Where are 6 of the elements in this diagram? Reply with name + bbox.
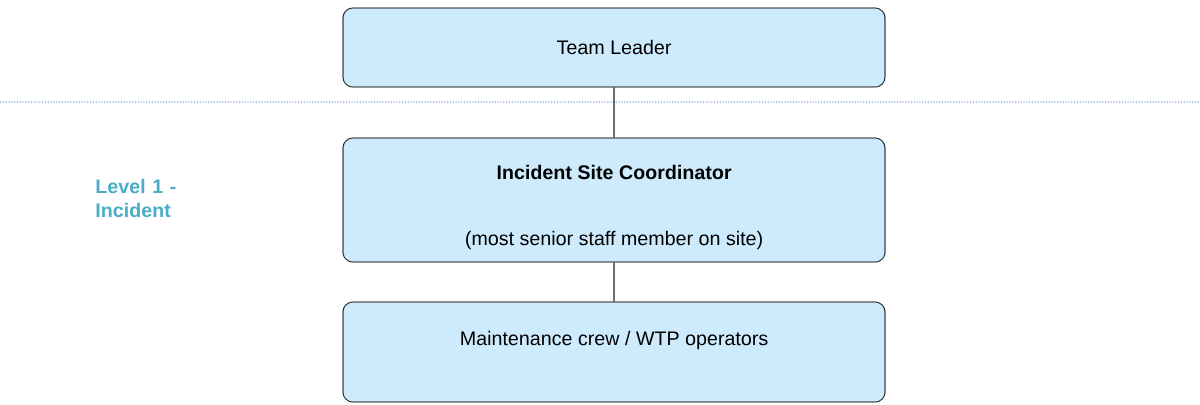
process-box: Incident Site Coordinator (most senior staff member on site) [342, 137, 886, 263]
process-box: Team Leader [342, 7, 886, 88]
process-box: Maintenance crew / WTP operators [342, 301, 886, 403]
connector-line [613, 262, 615, 302]
connector-line [613, 87, 615, 138]
level-label: Level 1 - Incident [96, 178, 176, 218]
